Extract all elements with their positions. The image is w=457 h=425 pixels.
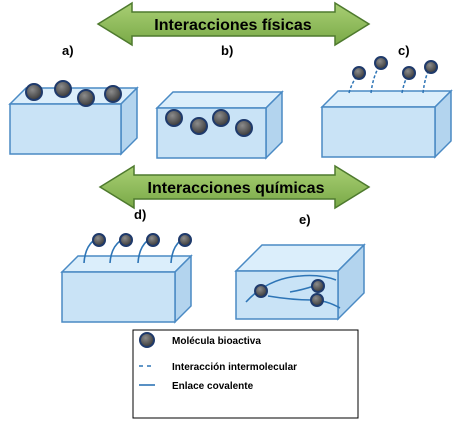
legend-intermolecular-interaction: Interacción intermolecular xyxy=(172,362,297,373)
covalent-bond-line xyxy=(137,240,148,264)
bioactive-molecule xyxy=(178,233,192,247)
bioactive-molecule xyxy=(190,117,208,135)
bioactive-molecule xyxy=(235,119,253,137)
panel-label-d: d) xyxy=(134,207,146,222)
bioactive-molecule xyxy=(165,109,183,127)
substrate-block-c xyxy=(320,89,453,159)
chemical-interactions-label: Interacciones químicas xyxy=(148,180,325,197)
covalent-bond-line xyxy=(83,240,94,264)
panel-label-c: c) xyxy=(398,43,410,58)
bioactive-molecule xyxy=(119,233,133,247)
substrate-block-d xyxy=(60,254,193,324)
bioactive-molecule xyxy=(424,60,438,74)
bioactive-molecule xyxy=(92,233,106,247)
molecules-covalent-d xyxy=(83,233,192,264)
molecules-intermolecular-c xyxy=(348,56,438,94)
legend-molecule-icon xyxy=(139,332,155,348)
covalent-bond-line xyxy=(109,240,121,264)
intermolecular-interaction-line xyxy=(348,74,359,94)
bioactive-molecule xyxy=(311,279,325,293)
panel-label-a: a) xyxy=(62,43,74,58)
molecules-entrapped-b xyxy=(165,109,253,137)
physical-interactions-label: Interacciones físicas xyxy=(154,17,312,34)
physical-interactions-arrow: Interacciones físicas xyxy=(96,1,371,47)
bioactive-molecule xyxy=(25,83,43,101)
legend-box xyxy=(132,329,359,419)
bioactive-molecule xyxy=(77,89,95,107)
legend: Molécula bioactiva Interacción intermole… xyxy=(132,329,359,419)
bioactive-molecule xyxy=(374,56,388,70)
bioactive-molecule xyxy=(146,233,160,247)
panel-label-b: b) xyxy=(221,43,233,58)
bioactive-molecule xyxy=(104,85,122,103)
bioactive-molecule xyxy=(310,293,324,307)
legend-covalent-bond: Enlace covalente xyxy=(172,381,254,392)
bioactive-molecule xyxy=(54,80,72,98)
panel-label-e: e) xyxy=(299,212,311,227)
legend-bioactive-molecule: Molécula bioactiva xyxy=(172,336,261,347)
intermolecular-interaction-line xyxy=(422,67,431,94)
molecules-adsorbed-a xyxy=(25,80,122,107)
bioactive-molecule xyxy=(254,284,268,298)
molecules-crosslinked-e xyxy=(245,274,341,309)
bioactive-molecule xyxy=(402,66,416,80)
substrate-block-e xyxy=(234,243,366,321)
chemical-interactions-arrow: Interacciones químicas xyxy=(98,164,371,210)
bioactive-molecule xyxy=(352,66,366,80)
bioactive-molecule xyxy=(212,109,230,127)
